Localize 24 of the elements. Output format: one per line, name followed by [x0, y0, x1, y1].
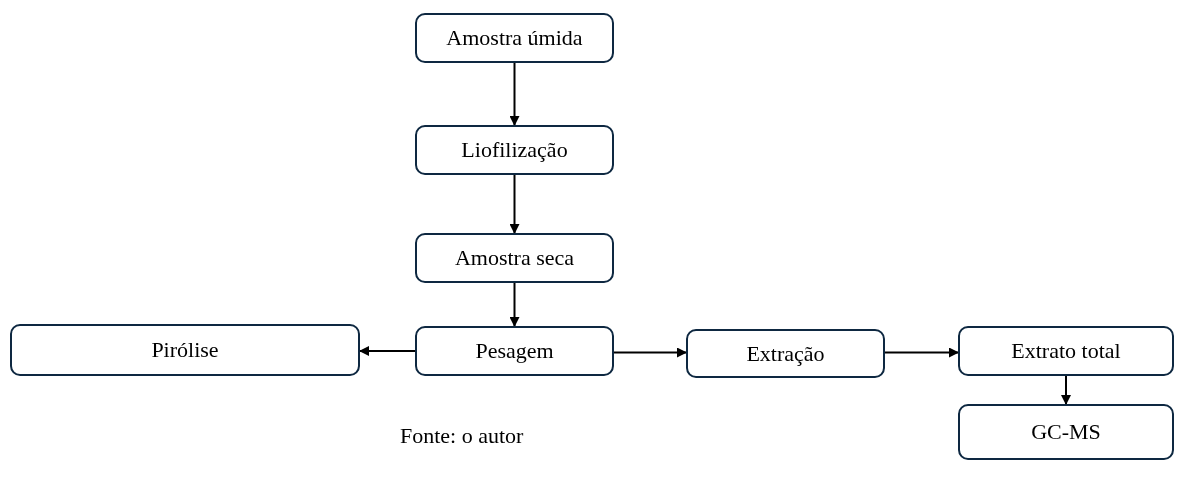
box-label: Pesagem: [475, 338, 554, 364]
box-label: Amostra seca: [454, 245, 575, 271]
box-label: Pirólise: [151, 337, 219, 363]
process-box: [415, 233, 614, 283]
arrow: [359, 346, 416, 356]
box-label: Amostra úmida: [446, 25, 583, 51]
box-label: GC-MS: [1031, 419, 1101, 445]
process-box: [686, 329, 885, 378]
box-label: Extrato total: [1011, 338, 1121, 364]
source-caption: Fonte: o autor: [400, 423, 524, 449]
arrow: [509, 174, 520, 234]
process-box: [958, 404, 1174, 460]
arrow: [509, 282, 520, 327]
process-box: [415, 326, 614, 376]
process-box: [958, 326, 1174, 376]
arrow: [613, 347, 687, 358]
box-label: Extração: [746, 340, 825, 367]
process-box: [415, 13, 614, 63]
process-box: [10, 324, 360, 376]
arrow: [884, 347, 959, 358]
process-box: [415, 125, 614, 175]
arrow: [509, 62, 520, 126]
arrow: [1061, 375, 1071, 405]
box-label: Liofilização: [461, 137, 568, 163]
